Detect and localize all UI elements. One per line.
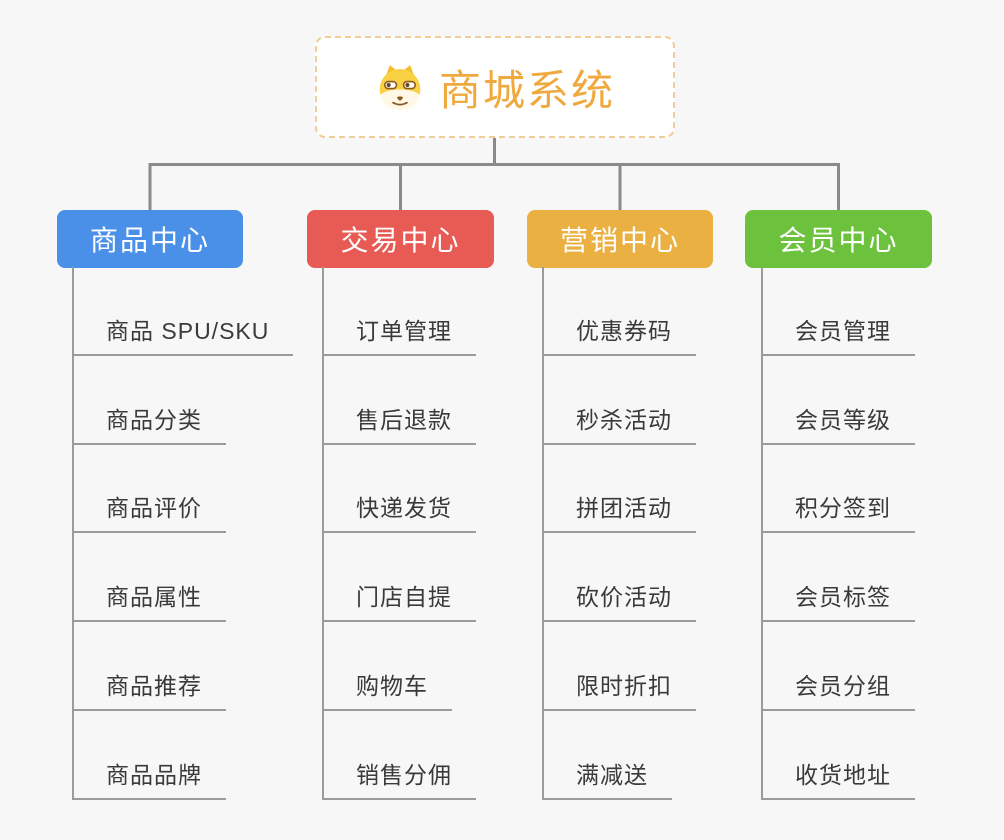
subtopic[interactable]: 秒杀活动 — [544, 356, 696, 445]
subtopic[interactable]: 砍价活动 — [544, 533, 696, 623]
root-topic[interactable]: 商城系统 — [315, 36, 675, 138]
subtopic[interactable]: 会员标签 — [763, 533, 915, 623]
subtopic[interactable]: 满减送 — [544, 711, 672, 800]
branch-node-marketing-center[interactable]: 营销中心 — [527, 210, 713, 268]
subtopic[interactable]: 会员分组 — [763, 622, 915, 711]
subtopic[interactable]: 售后退款 — [324, 356, 476, 445]
subtopic[interactable]: 销售分佣 — [324, 711, 476, 800]
branch-node-member-center[interactable]: 会员中心 — [745, 210, 932, 268]
subtopic[interactable]: 积分签到 — [763, 445, 915, 534]
branch-node-product-center[interactable]: 商品中心 — [57, 210, 243, 268]
branch-children-member-center: 会员管理 会员等级 积分签到 会员标签 会员分组 收货地址 — [761, 267, 915, 800]
subtopic[interactable]: 收货地址 — [763, 711, 915, 800]
branch-children-marketing-center: 优惠券码 秒杀活动 拼团活动 砍价活动 限时折扣 满减送 — [542, 267, 696, 800]
subtopic[interactable]: 购物车 — [324, 622, 452, 711]
subtopic[interactable]: 优惠券码 — [544, 267, 696, 356]
branch-children-product-center: 商品 SPU/SKU 商品分类 商品评价 商品属性 商品推荐 商品品牌 — [72, 267, 294, 800]
root-topic-title: 商城系统 — [438, 66, 615, 114]
subtopic[interactable]: 限时折扣 — [544, 622, 696, 711]
subtopic[interactable]: 会员等级 — [763, 356, 915, 445]
subtopic[interactable]: 商品分类 — [74, 356, 226, 445]
branch-node-trade-center[interactable]: 交易中心 — [307, 210, 494, 268]
doge-face-icon — [379, 65, 421, 110]
subtopic[interactable]: 快递发货 — [324, 445, 476, 534]
subtopic[interactable]: 商品属性 — [74, 533, 226, 623]
subtopic[interactable]: 订单管理 — [324, 267, 476, 356]
subtopic[interactable]: 商品 SPU/SKU — [74, 267, 294, 356]
subtopic[interactable]: 商品评价 — [74, 445, 226, 534]
subtopic[interactable]: 拼团活动 — [544, 445, 696, 534]
branch-children-trade-center: 订单管理 售后退款 快递发货 门店自提 购物车 销售分佣 — [322, 267, 476, 800]
subtopic[interactable]: 会员管理 — [763, 267, 915, 356]
subtopic[interactable]: 商品品牌 — [74, 711, 226, 800]
subtopic[interactable]: 商品推荐 — [74, 622, 226, 711]
subtopic[interactable]: 门店自提 — [324, 533, 476, 623]
